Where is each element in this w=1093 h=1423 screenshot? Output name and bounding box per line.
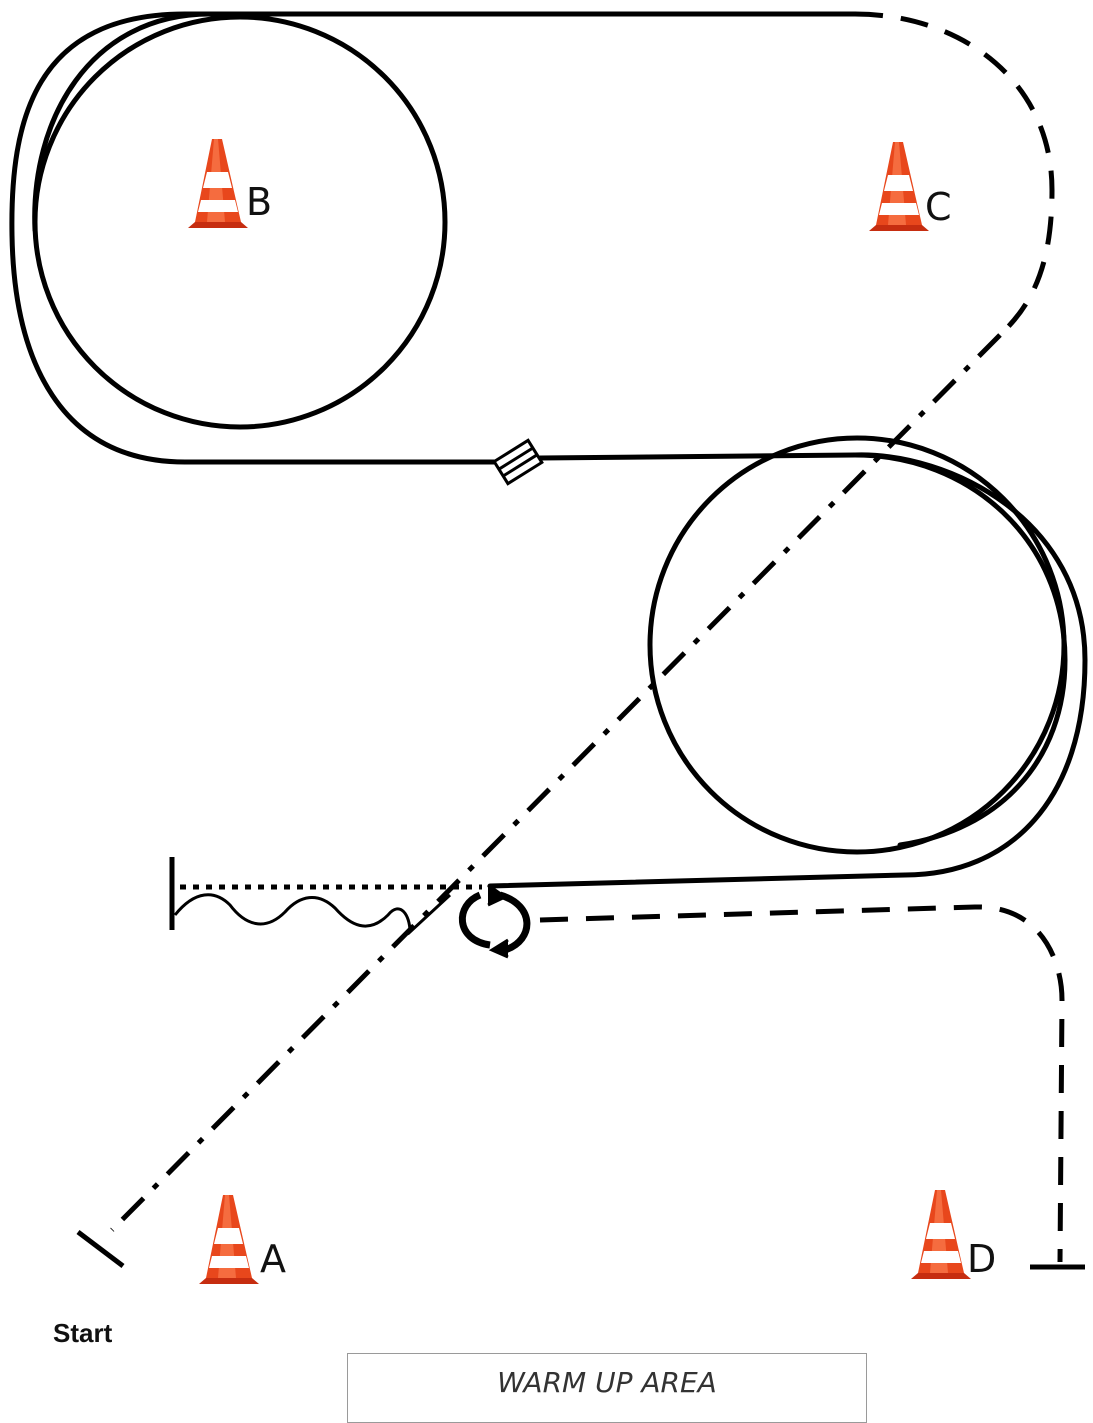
rotate-arrows-icon [459, 883, 531, 959]
traffic-cone-icon [188, 139, 248, 228]
wavy-line [173, 893, 452, 936]
cone-b: B [188, 139, 272, 228]
dash-dot-diagonal [110, 333, 1002, 1232]
cone-c-label: C [925, 185, 952, 229]
cone-a-label: A [260, 1237, 286, 1281]
traffic-cone-icon [911, 1190, 971, 1279]
start-label: Start [53, 1318, 113, 1348]
dashed-path-bottom [539, 904, 1065, 1263]
cone-a: A [199, 1195, 286, 1284]
circle-b [32, 14, 448, 430]
traffic-cone-icon [199, 1195, 259, 1284]
circle-c-lower [647, 435, 1067, 855]
cone-d-label: D [967, 1237, 996, 1281]
warm-up-area-box: WARM UP AREA [347, 1353, 867, 1423]
cone-b-label: B [246, 180, 272, 224]
cone-d: D [911, 1190, 996, 1281]
cone-c: C [869, 142, 952, 231]
dashed-path-top [854, 11, 1055, 332]
traffic-cone-icon [869, 142, 929, 231]
warm-up-area-label: WARM UP AREA [497, 1366, 717, 1399]
gate-icon [492, 438, 544, 486]
start-marker [76, 1230, 125, 1268]
inner-loop-c-track [852, 452, 1068, 848]
